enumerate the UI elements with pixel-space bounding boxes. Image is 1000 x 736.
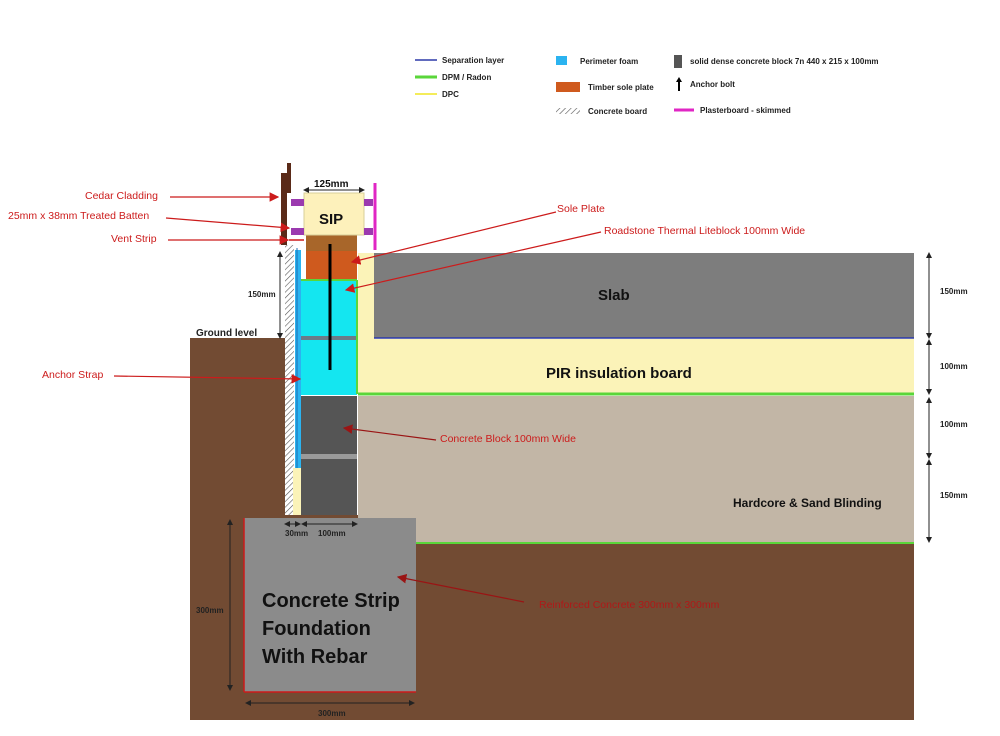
callout-anchor-strap: Anchor Strap	[42, 369, 103, 381]
callout-sole-plate: Sole Plate	[557, 203, 605, 215]
callout-batten-arrow	[165, 217, 291, 233]
dim-100-label: 100mm	[318, 529, 346, 538]
service-batten-lower	[364, 228, 373, 235]
legend-dpc: DPC	[415, 90, 459, 99]
dimensions: 125mm 150mm 150mm 100mm 100mm 150mm 30mm…	[196, 179, 968, 718]
legend-concrete-board: Concrete board	[556, 107, 647, 116]
sip-label: SIP	[319, 211, 343, 228]
legend-separation-label: Separation layer	[442, 56, 504, 65]
service-batten-upper	[364, 199, 373, 206]
callout-reinforced: Reinforced Concrete 300mm x 300mm	[539, 599, 720, 611]
dim-hc-150-label: 150mm	[940, 491, 968, 500]
callout-concrete-block-arrow	[342, 424, 437, 441]
callout-roadstone-arrow	[344, 231, 602, 293]
sip-panel	[303, 192, 365, 236]
dim-slab-label: 150mm	[940, 287, 968, 296]
slab-layer	[374, 253, 914, 338]
legend-perimeter-foam-label: Perimeter foam	[580, 57, 638, 66]
callout-roadstone: Roadstone Thermal Liteblock 100mm Wide	[604, 225, 805, 237]
wall-buildup: SIP	[281, 163, 377, 515]
dim-found-bottom-label: 300mm	[318, 709, 346, 718]
perimeter-foam-swatch	[556, 56, 567, 65]
legend-concrete-board-label: Concrete board	[588, 107, 647, 116]
legend-dpm-label: DPM / Radon	[442, 73, 491, 82]
foundation-label-line2: Foundation	[262, 618, 371, 640]
external-batten-lower	[291, 228, 304, 235]
perimeter-foam	[295, 250, 301, 468]
ground-level-label: Ground level	[196, 328, 257, 339]
legend-anchor-bolt-label: Anchor bolt	[690, 80, 735, 89]
layer-labels: Slab PIR insulation board Hardcore & San…	[196, 287, 882, 668]
callout-batten: 25mm x 38mm Treated Batten	[8, 210, 149, 222]
legend-timber-sole-label: Timber sole plate	[588, 83, 654, 92]
callout-anchor-strap-arrow	[113, 374, 302, 384]
anchor-bolt-arrow-icon	[676, 77, 682, 82]
solid-block-swatch	[674, 55, 682, 68]
strip-foundation	[243, 518, 416, 693]
callout-reinforced-arrow	[396, 573, 525, 603]
callout-vent-strip: Vent Strip	[111, 233, 157, 245]
concrete-board-swatch	[556, 108, 580, 114]
concrete-board	[285, 245, 294, 515]
cedar-cladding-top	[287, 163, 291, 193]
dim-left-150-label: 150mm	[248, 290, 276, 299]
foundation-label-line1: Concrete Strip	[262, 590, 400, 612]
external-batten-upper	[291, 199, 304, 206]
concrete-block-lower	[301, 459, 357, 515]
legend-dpc-label: DPC	[442, 90, 459, 99]
pir-label: PIR insulation board	[546, 365, 692, 382]
legend-timber-sole-plate: Timber sole plate	[556, 82, 654, 92]
cedar-cladding	[281, 173, 287, 245]
hardcore-label: Hardcore & Sand Blinding	[733, 496, 882, 510]
timber-sole-plate-swatch	[556, 82, 580, 92]
cavity-fill	[293, 468, 301, 515]
callouts: Cedar Cladding 25mm x 38mm Treated Batte…	[8, 190, 805, 611]
legend-plasterboard: Plasterboard - skimmed	[674, 106, 791, 115]
perimeter-upstand	[358, 253, 374, 339]
dim-30-label: 30mm	[285, 529, 308, 538]
earth-right	[358, 542, 914, 720]
mortar-joint-2	[301, 454, 357, 459]
legend-plasterboard-label: Plasterboard - skimmed	[700, 106, 791, 115]
dim-hc-100-label: 100mm	[940, 420, 968, 429]
legend: Separation layer DPM / Radon DPC Perimet…	[415, 55, 879, 116]
callout-cedar-cladding: Cedar Cladding	[85, 190, 158, 202]
concrete-block-upper	[301, 396, 357, 454]
dim-pir-label: 100mm	[940, 362, 968, 371]
legend-solid-block: solid dense concrete block 7n 440 x 215 …	[674, 55, 879, 68]
hardcore-layer	[358, 396, 914, 542]
foundation-label-line3: With Rebar	[262, 646, 368, 668]
legend-dpm-radon: DPM / Radon	[415, 73, 491, 82]
dim-found-left-label: 300mm	[196, 606, 224, 615]
dim-125-label: 125mm	[314, 179, 349, 190]
slab-label: Slab	[598, 287, 630, 304]
sole-plate-top	[306, 235, 357, 251]
floor-layers	[358, 253, 914, 544]
legend-anchor-bolt: Anchor bolt	[676, 77, 735, 91]
foundation-block	[244, 518, 416, 692]
callout-concrete-block: Concrete Block 100mm Wide	[440, 433, 576, 445]
legend-perimeter-foam: Perimeter foam	[556, 56, 638, 66]
pir-layer	[358, 339, 914, 394]
legend-separation-layer: Separation layer	[415, 56, 504, 65]
callout-sole-plate-arrow	[350, 211, 557, 265]
legend-solid-block-label: solid dense concrete block 7n 440 x 215 …	[690, 57, 879, 66]
